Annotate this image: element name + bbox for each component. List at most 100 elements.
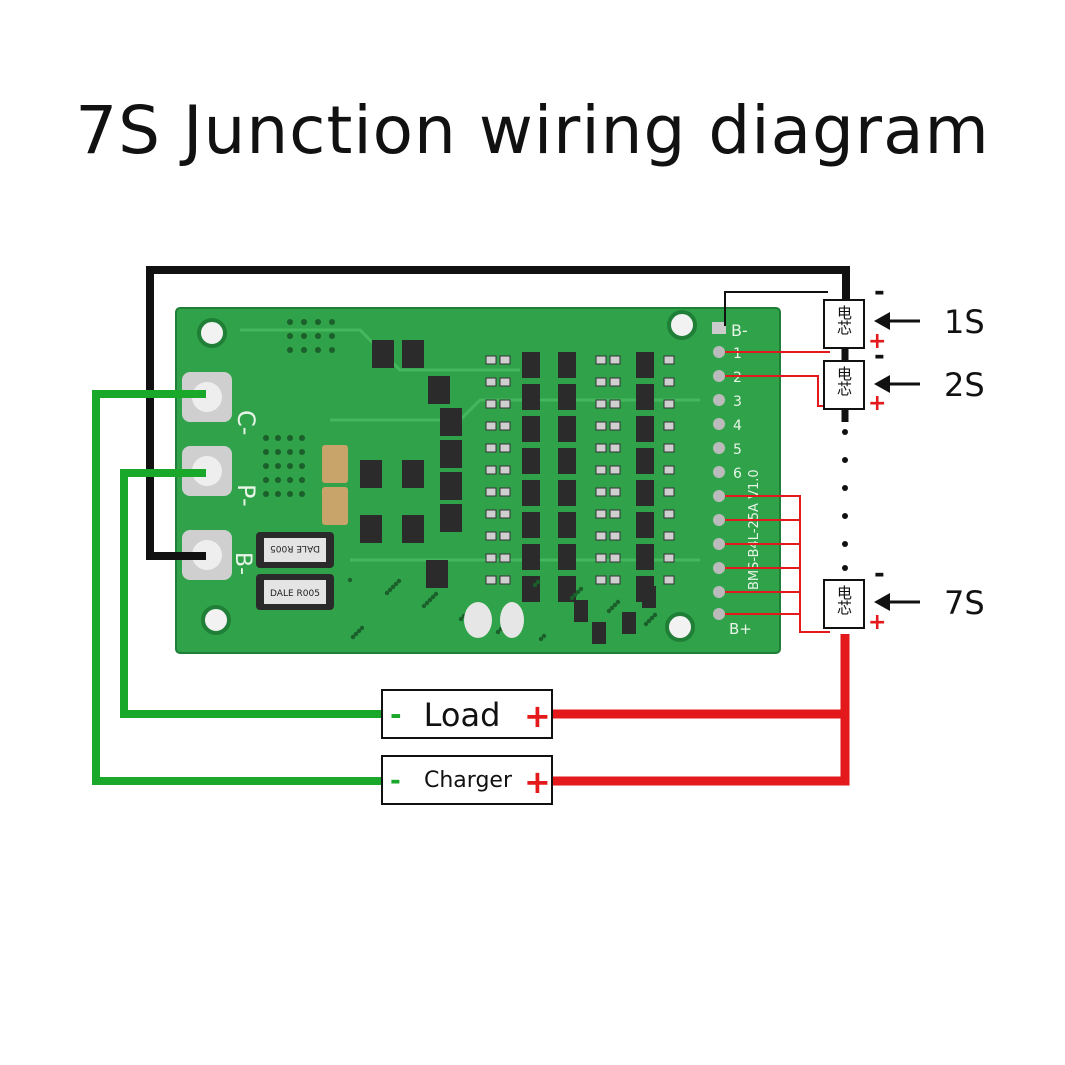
smd-component xyxy=(427,597,433,603)
smd-component xyxy=(595,531,607,541)
diagram-title: 7S Junction wiring diagram xyxy=(75,92,990,169)
smd-component xyxy=(440,472,462,500)
smd-component xyxy=(522,576,540,602)
smd-component xyxy=(485,575,497,585)
arrow-2s: 2S xyxy=(874,366,985,404)
smd-component xyxy=(440,440,462,468)
smd-component xyxy=(663,355,675,365)
smd-component xyxy=(558,416,576,442)
smd-component xyxy=(485,465,497,475)
load-box: - Load + xyxy=(381,689,553,739)
smd-component xyxy=(663,575,675,585)
smd-component xyxy=(595,487,607,497)
header-label-b-minus: B- xyxy=(731,321,748,340)
smd-component xyxy=(522,480,540,506)
pad-p-minus xyxy=(182,446,232,496)
smd-component xyxy=(663,421,675,431)
smd-component xyxy=(428,376,450,404)
pad-label-p-minus: P- xyxy=(232,484,260,507)
smd-component xyxy=(636,352,654,378)
smd-component xyxy=(609,487,621,497)
header-label-1: 1 xyxy=(733,346,742,362)
smd-component xyxy=(636,384,654,410)
smd-component xyxy=(535,579,541,585)
smd-component xyxy=(522,544,540,570)
charger-minus-sign: - xyxy=(390,766,401,796)
smd-component xyxy=(440,504,462,532)
smd-component xyxy=(663,531,675,541)
capacitor xyxy=(322,487,348,525)
smd-component xyxy=(595,553,607,563)
cell-label-1s: 1S xyxy=(944,303,985,341)
balance-wires xyxy=(725,351,830,633)
smd-component xyxy=(663,509,675,519)
smd-component xyxy=(426,560,448,588)
ellipsis-dots xyxy=(842,429,848,571)
cell-plus-sign: + xyxy=(868,391,886,416)
smd-component xyxy=(485,443,497,453)
smd-component xyxy=(499,465,511,475)
smd-component xyxy=(485,487,497,497)
smd-component xyxy=(458,616,464,622)
cell-7s: 电芯 - + xyxy=(823,559,886,635)
smd-component xyxy=(430,594,436,600)
smd-component xyxy=(615,599,621,605)
cell-glyph: 电芯 xyxy=(835,366,853,396)
mount-hole xyxy=(197,318,227,348)
smd-component xyxy=(485,421,497,431)
load-label: Load xyxy=(424,696,501,734)
header-label-2: 2 xyxy=(733,370,742,386)
smd-component xyxy=(663,443,675,453)
smd-component xyxy=(347,577,353,583)
smd-component xyxy=(558,544,576,570)
smd-component xyxy=(574,600,588,622)
smd-component xyxy=(609,605,615,611)
smd-component xyxy=(384,590,390,596)
smd-component xyxy=(359,625,365,631)
smd-component xyxy=(595,421,607,431)
cell-glyph: 电芯 xyxy=(835,585,853,615)
smd-component xyxy=(636,512,654,538)
smd-component xyxy=(609,531,621,541)
smd-component xyxy=(499,377,511,387)
smd-component xyxy=(609,465,621,475)
smd-component xyxy=(595,509,607,519)
wire-black-b-minus xyxy=(146,266,850,560)
header-label-b-plus: B+ xyxy=(729,620,752,638)
smd-component xyxy=(636,448,654,474)
smd-component xyxy=(440,408,462,436)
smd-component xyxy=(646,618,652,624)
smd-component xyxy=(595,465,607,475)
smd-component xyxy=(360,460,382,488)
smd-component xyxy=(499,487,511,497)
wire-green-p-minus xyxy=(120,469,382,718)
smd-component xyxy=(595,355,607,365)
smd-component xyxy=(353,631,359,637)
cell-1s: 电芯 - + xyxy=(823,277,886,354)
component xyxy=(464,602,492,638)
smd-component xyxy=(663,377,675,387)
cell-plus-sign: + xyxy=(868,610,886,635)
wire-red-main xyxy=(552,634,850,786)
capacitor xyxy=(322,445,348,483)
smd-component xyxy=(595,443,607,453)
smd-component xyxy=(485,509,497,519)
smd-component xyxy=(499,531,511,541)
smd-component xyxy=(522,384,540,410)
smd-component xyxy=(541,633,547,639)
bms-pcb-board: C- P- B- DALE R005 xyxy=(175,307,781,654)
smd-component xyxy=(402,515,424,543)
smd-component xyxy=(609,553,621,563)
balance-header xyxy=(712,322,726,620)
smd-component xyxy=(569,595,575,601)
smd-component xyxy=(485,377,497,387)
smd-component xyxy=(663,465,675,475)
wire-black-header xyxy=(724,291,828,326)
smd-component xyxy=(499,553,511,563)
smd-component xyxy=(387,587,393,593)
smd-component xyxy=(575,589,581,595)
load-plus-sign: + xyxy=(524,697,551,735)
smd-component xyxy=(578,586,584,592)
via-grid xyxy=(263,319,335,497)
